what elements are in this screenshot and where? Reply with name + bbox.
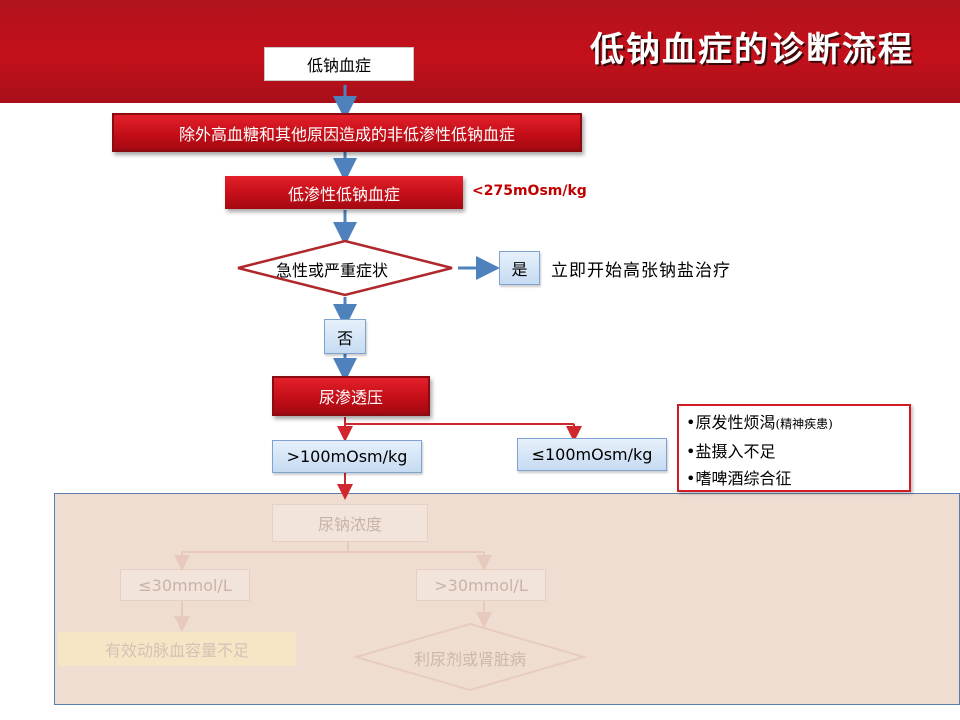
- urine-osmolality-node: 尿渗透压: [272, 376, 430, 416]
- hypertonic-saline-action: 立即开始高张钠盐治疗: [551, 261, 731, 281]
- acute-symptoms-label: 急性或严重症状: [276, 261, 389, 280]
- acute-decision-diamond: [237, 239, 453, 297]
- title-banner: [0, 0, 960, 103]
- hypotonic-hyponatremia-node: 低渗性低钠血症: [225, 176, 463, 209]
- gt30-node: >30mmol/L: [416, 569, 546, 601]
- page-title: 低钠血症的诊断流程: [590, 30, 914, 70]
- low-osmolality-causes-box: •原发性烦渴(精神疾患) •盐摄入不足 •嗜啤酒综合征: [677, 404, 911, 492]
- hypotonic-threshold-note: <275mOsm/kg: [472, 183, 587, 199]
- hyponatremia-start-node: 低钠血症: [264, 47, 414, 81]
- cause-beer-potomania: •嗜啤酒综合征: [686, 469, 792, 488]
- le100-node: ≤100mOsm/kg: [517, 438, 667, 471]
- le30-node: ≤30mmol/L: [120, 569, 250, 601]
- psychiatric-note: (精神疾患): [775, 417, 833, 431]
- urine-sodium-node: 尿钠浓度: [272, 504, 428, 542]
- cause-low-salt-intake: •盐摄入不足: [686, 442, 776, 461]
- effective-volume-node: 有效动脉血容量不足: [58, 632, 296, 666]
- gt100-node: >100mOsm/kg: [272, 440, 422, 473]
- exclude-non-hypotonic-node: 除外高血糖和其他原因造成的非低渗性低钠血症: [112, 113, 582, 152]
- cause-primary-polydipsia: •原发性烦渴(精神疾患): [686, 409, 909, 438]
- no-node: 否: [324, 319, 366, 354]
- yes-node: 是: [499, 251, 540, 285]
- cause-primary-polydipsia-label: •原发性烦渴: [686, 413, 776, 432]
- diuretic-renal-node: 利尿剂或肾脏病: [413, 650, 526, 669]
